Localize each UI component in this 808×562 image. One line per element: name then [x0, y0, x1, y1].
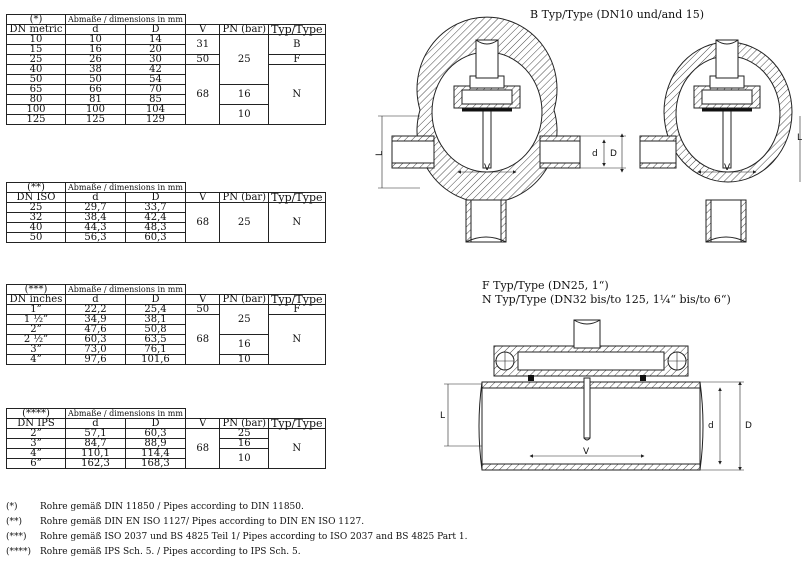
footnote-text: Rohre gemäß ISO 2037 und BS 4825 Teil 1/… [40, 532, 468, 542]
footnote-key: (****) [6, 547, 32, 557]
caption-f-type: F Typ/Type (DN25, 1“) [482, 279, 609, 292]
dimension-label-D: D [745, 421, 752, 431]
cell-dn: 6” [6, 458, 66, 469]
cell-pn: 10 [219, 448, 270, 469]
footnote-key: (**) [6, 517, 23, 527]
footnote-text: Rohre gemäß DIN EN ISO 1127/ Pipes accor… [40, 517, 365, 527]
valve-drawing-b-right: V L [639, 39, 802, 243]
cell-type: N [268, 314, 326, 365]
dimension-label-L: L [797, 133, 802, 143]
cell-dn: 125 [6, 114, 66, 125]
footnote-key: (*) [6, 502, 18, 512]
table-dn-iso: (**) Abmaße / dimensions in mm DN ISO d … [6, 182, 326, 243]
valve-drawing-n-type: L V d D [440, 319, 752, 471]
dimension-label-V: V [724, 163, 731, 173]
cell-D: 60,3 [124, 232, 186, 243]
dimension-label-L: L [375, 151, 385, 156]
footnote: (***) Rohre gemäß ISO 2037 und BS 4825 T… [6, 530, 467, 545]
table-dn-metric: (*) Abmaße / dimensions in mm DN metric … [6, 14, 326, 125]
cell-dn: 50 [6, 232, 66, 243]
footnote: (****) Rohre gemäß IPS Sch. 5. / Pipes a… [6, 545, 467, 560]
dimension-label-d: d [708, 421, 714, 431]
caption-b-type: B Typ/Type (DN10 und/and 15) [530, 8, 705, 21]
cell-pn: 10 [219, 354, 270, 365]
cell-type: N [268, 64, 326, 125]
valve-drawing-b-left: L V d D [375, 16, 626, 243]
dimension-label-D: D [610, 149, 617, 159]
cell-type: N [268, 202, 326, 243]
footnote-key: (***) [6, 532, 27, 542]
caption-n-type: N Typ/Type (DN32 bis/to 125, 1¼“ bis/to … [482, 293, 731, 306]
footnote-text: Rohre gemäß DIN 11850 / Pipes according … [40, 502, 304, 512]
cell-D: 129 [124, 114, 186, 125]
table-dn-inches: (***) Abmaße / dimensions in mm DN inche… [6, 284, 326, 365]
footnote: (**) Rohre gemäß DIN EN ISO 1127/ Pipes … [6, 515, 467, 530]
footnote: (*) Rohre gemäß DIN 11850 / Pipes accord… [6, 500, 467, 515]
table-dn-ips: (****) Abmaße / dimensions in mm DN IPS … [6, 408, 326, 469]
cell-D: 168,3 [124, 458, 186, 469]
cell-pn: 10 [219, 104, 270, 125]
dimension-label-L: L [440, 411, 445, 421]
cell-dn: 4” [6, 354, 66, 365]
cell-pn: 25 [219, 202, 270, 243]
dimension-label-V: V [583, 447, 590, 457]
footnote-text: Rohre gemäß IPS Sch. 5. / Pipes accordin… [40, 547, 301, 557]
dimension-label-V: V [484, 163, 491, 173]
cell-v: 68 [184, 64, 221, 125]
cell-type: N [268, 428, 326, 469]
cell-D: 101,6 [124, 354, 186, 365]
cell-pn: 16 [219, 84, 270, 105]
cell-v: 68 [184, 202, 221, 243]
footnotes: (*) Rohre gemäß DIN 11850 / Pipes accord… [6, 500, 467, 560]
dimension-label-d: d [592, 149, 598, 159]
